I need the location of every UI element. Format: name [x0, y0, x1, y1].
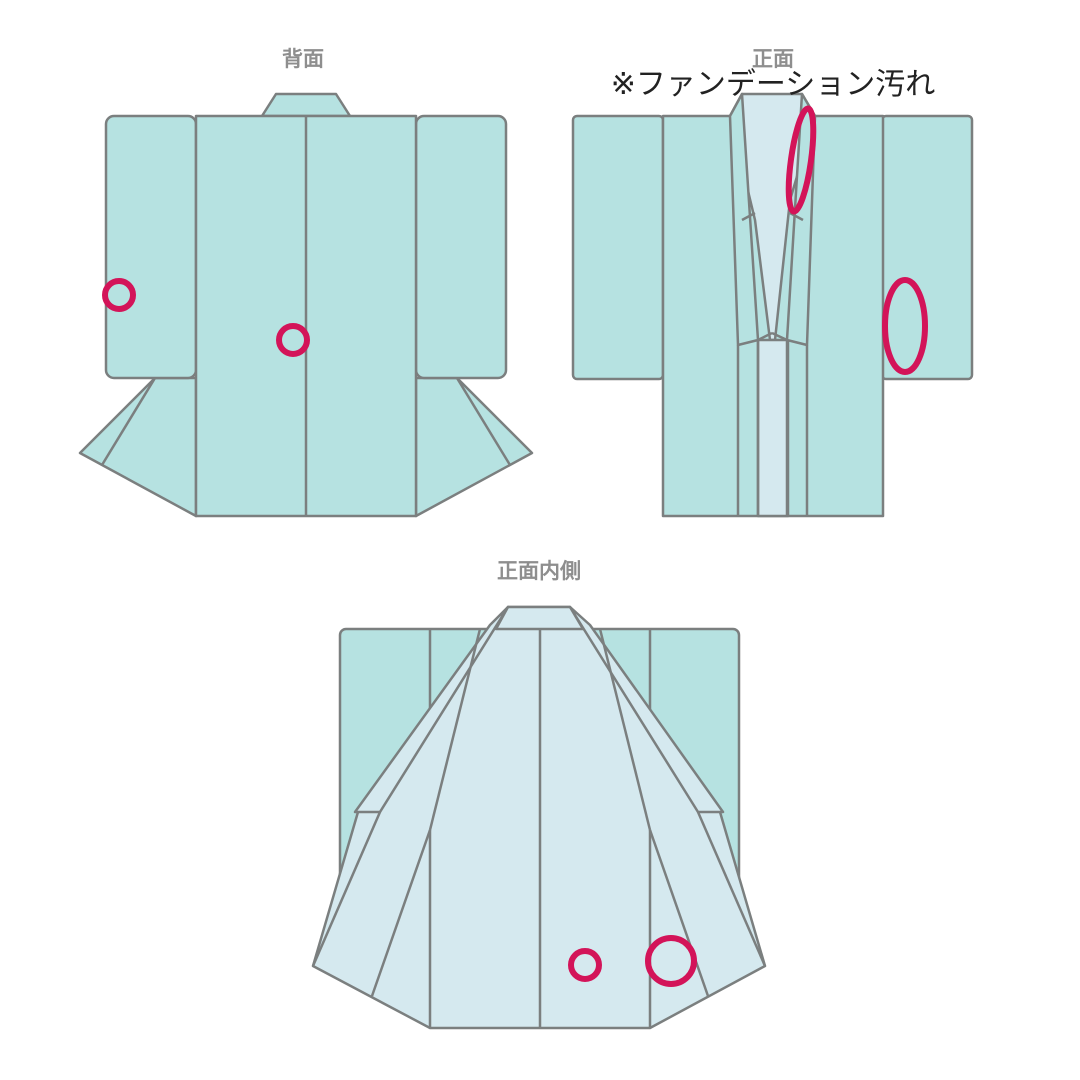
back-view [78, 92, 534, 518]
stain-marker [102, 278, 136, 312]
stain-markers [102, 105, 928, 987]
front-left-sleeve [571, 114, 665, 381]
stain-marker [645, 935, 697, 987]
inside-neck [494, 605, 585, 631]
back-collar [260, 92, 352, 118]
front-view [571, 92, 974, 518]
stain-marker [785, 105, 817, 215]
front-view-label: 正面 [752, 47, 794, 71]
stain-marker [568, 948, 602, 982]
front-center-lining [756, 338, 790, 518]
back-left-sleeve [104, 114, 198, 380]
back-skirt [78, 376, 198, 518]
stain-note: ※ファンデーション汚れ [611, 67, 936, 102]
stain-marker [882, 277, 928, 375]
back-right-sleeve [414, 114, 508, 380]
inside-view-label: 正面内側 [497, 559, 581, 583]
back-skirt-right [414, 376, 534, 518]
stain-marker [276, 323, 310, 357]
back-view-label: 背面 [282, 47, 324, 71]
inside-view [311, 605, 767, 1030]
